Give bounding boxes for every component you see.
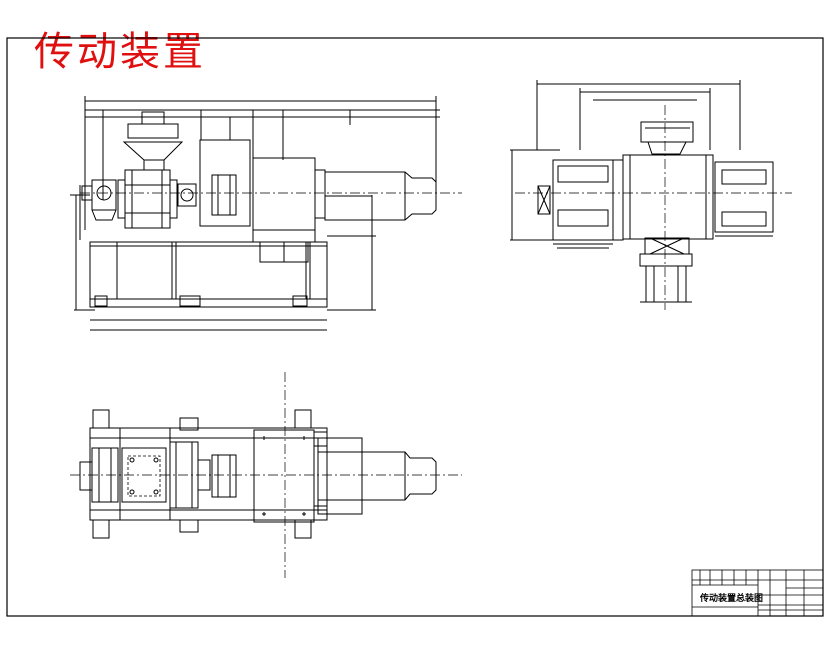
title-block-drawing-name: 传动装置总装图: [700, 594, 764, 604]
plan-view: [70, 372, 462, 578]
drawing-title: 传动装置: [34, 29, 206, 75]
front-view: [70, 96, 462, 331]
sheet-border: [6, 37, 824, 617]
title-block: [691, 569, 824, 617]
side-section-view: [510, 80, 792, 310]
